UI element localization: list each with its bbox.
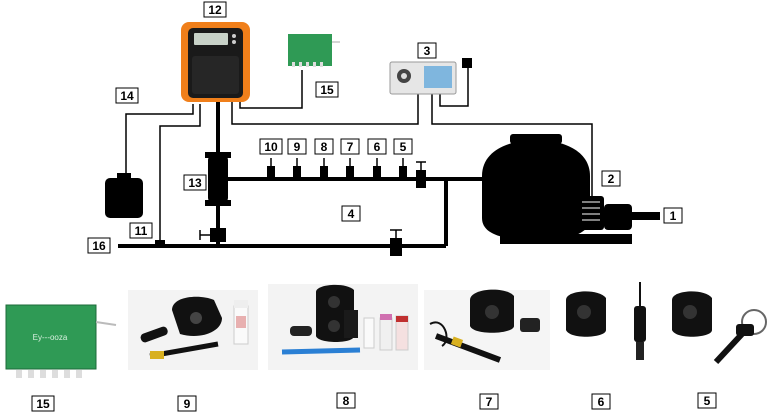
flow-switch-5 (713, 331, 745, 365)
pump-housing (604, 204, 632, 230)
probe-8 (320, 166, 328, 178)
label-2: 2 (601, 170, 621, 187)
label-10: 10 (259, 138, 283, 155)
probe-10 (267, 166, 275, 178)
panel-wire (231, 94, 419, 125)
svg-text:8: 8 (321, 140, 328, 154)
caption-6: 6 (591, 393, 611, 410)
caption-8: 8 (336, 392, 356, 409)
label-8: 8 (314, 138, 334, 155)
sensor-probes (267, 158, 407, 178)
label-16: 16 (87, 237, 111, 254)
module-board (288, 34, 332, 66)
label-5: 5 (393, 138, 413, 155)
label-12: 12 (203, 1, 227, 18)
caption-15: 15 (31, 395, 55, 412)
photo-module-15: Ey---ooza (5, 304, 117, 378)
diagram-labels: 12 3 14 15 10 9 8 7 6 5 13 2 4 1 11 16 (87, 1, 683, 254)
svg-text:15: 15 (320, 83, 334, 97)
label-13: 13 (183, 174, 207, 191)
label-6: 6 (367, 138, 387, 155)
photo-captions: 15 9 8 7 6 5 (31, 392, 717, 412)
svg-text:6: 6 (374, 140, 381, 154)
label-1: 1 (663, 207, 683, 224)
label-7: 7 (340, 138, 360, 155)
electrolysis-cell (208, 156, 228, 202)
svg-text:3: 3 (424, 44, 431, 58)
caption-5: 5 (697, 392, 717, 409)
probe-7 (346, 166, 354, 178)
injection-point (155, 240, 165, 248)
svg-text:7: 7 (347, 140, 354, 154)
photo-kit-7 (424, 289, 550, 370)
svg-text:10: 10 (264, 140, 278, 154)
svg-text:6: 6 (598, 395, 605, 409)
label-9: 9 (287, 138, 307, 155)
module-15-diagram (288, 34, 340, 67)
svg-text:16: 16 (92, 239, 106, 253)
injection-line (159, 104, 201, 244)
label-11: 11 (129, 222, 153, 239)
label-3: 3 (417, 42, 437, 59)
probe-6 (373, 166, 381, 178)
pump-motor (578, 196, 604, 230)
svg-text:13: 13 (188, 176, 202, 190)
panel-3 (389, 58, 472, 95)
chemical-tank (105, 173, 143, 218)
svg-text:1: 1 (670, 209, 677, 223)
probe-blue-8 (281, 347, 361, 355)
controller-screen (194, 33, 228, 45)
svg-text:14: 14 (120, 89, 134, 103)
valve-top (416, 170, 426, 188)
sand-filter (482, 140, 590, 240)
svg-text:11: 11 (135, 224, 148, 238)
svg-text:8: 8 (343, 394, 350, 408)
filter-base (500, 234, 632, 244)
sensor-6 (634, 306, 646, 342)
caption-9: 9 (177, 395, 197, 412)
pump-wire (431, 94, 593, 200)
probe-9 (293, 166, 301, 178)
cell-13 (205, 152, 231, 206)
svg-text:9: 9 (294, 140, 301, 154)
svg-text:2: 2 (608, 172, 615, 186)
photo-kit-8 (268, 284, 418, 370)
svg-text:7: 7 (486, 395, 493, 409)
caption-7: 7 (479, 393, 499, 410)
probe-5 (399, 166, 407, 178)
photo-kit-6 (556, 282, 656, 370)
svg-text:5: 5 (704, 394, 711, 408)
label-15: 15 (315, 81, 339, 98)
photo-kit-5 (664, 284, 772, 370)
filter-pump (482, 134, 632, 244)
photo-kit-9 (128, 290, 258, 370)
aux-box (462, 58, 472, 68)
label-4: 4 (341, 205, 361, 222)
photo-module-label: Ey---ooza (33, 333, 68, 342)
orp-probe-7 (434, 333, 502, 363)
module-wire (239, 70, 303, 109)
svg-text:5: 5 (400, 140, 407, 154)
valve-injection (210, 228, 226, 242)
valve-bottom (390, 238, 402, 256)
valves (155, 161, 426, 256)
tank-wire (125, 104, 194, 178)
svg-text:4: 4 (348, 207, 355, 221)
svg-text:12: 12 (208, 3, 222, 17)
label-14: 14 (115, 87, 139, 104)
svg-text:9: 9 (184, 397, 191, 411)
aux-wire (439, 68, 469, 107)
controller-12 (181, 22, 250, 102)
svg-text:15: 15 (36, 397, 50, 411)
